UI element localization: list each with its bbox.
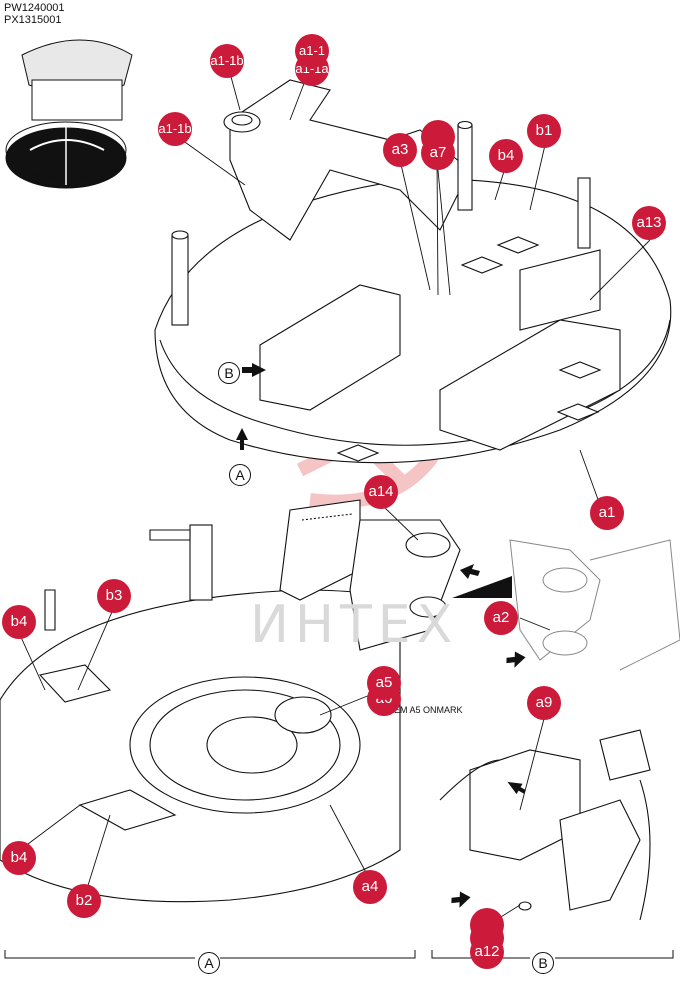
upper-frame-assembly: [154, 79, 672, 464]
direction-arrows: [236, 363, 526, 908]
callout-b3: b3: [97, 579, 131, 613]
view-brackets: [4, 950, 674, 959]
callout-b1: b1: [527, 114, 561, 148]
callout-a9: a9: [527, 686, 561, 720]
callout-a4: a4: [353, 870, 387, 904]
part-code-1: PW1240001: [4, 2, 65, 14]
revolving-plate-view-a: [0, 524, 401, 903]
onmark-note: ITEM A5 ONMARK: [386, 705, 463, 715]
view-b-label: B: [532, 952, 554, 974]
callout-a13: a13: [632, 206, 666, 240]
callout-a5: a5: [367, 666, 401, 700]
callout-b4-top: b4: [489, 139, 523, 173]
callout-a1-1b-left: a1-1b: [158, 112, 192, 146]
view-a-label: A: [198, 952, 220, 974]
callout-b4-bottom: b4: [2, 841, 36, 875]
callout-a2: a2: [484, 601, 518, 635]
callout-a1-1-top: a1-1: [295, 34, 329, 68]
watermark-text: ИНТЕХ: [250, 595, 459, 655]
callout-a14: a14: [364, 475, 398, 509]
machine-thumbnail: [5, 39, 133, 189]
callout-a3: a3: [383, 133, 417, 167]
leader-lines: [19, 61, 651, 926]
view-a-arrow-label: A: [229, 464, 251, 486]
callout-a7: a7: [421, 136, 455, 170]
box-frame-view-b: [439, 729, 651, 921]
callout-b4-left: b4: [2, 605, 36, 639]
callout-a12: a12: [470, 935, 504, 969]
part-code-2: PX1315001: [4, 14, 62, 26]
boom-bracket-detail: [509, 539, 680, 671]
bracket-a14-assembly: [279, 499, 461, 651]
callout-a1-1b-top: a1-1b: [210, 44, 244, 78]
callout-b2: b2: [67, 884, 101, 918]
callout-a1: a1: [590, 496, 624, 530]
view-b-arrow-label: B: [218, 362, 240, 384]
